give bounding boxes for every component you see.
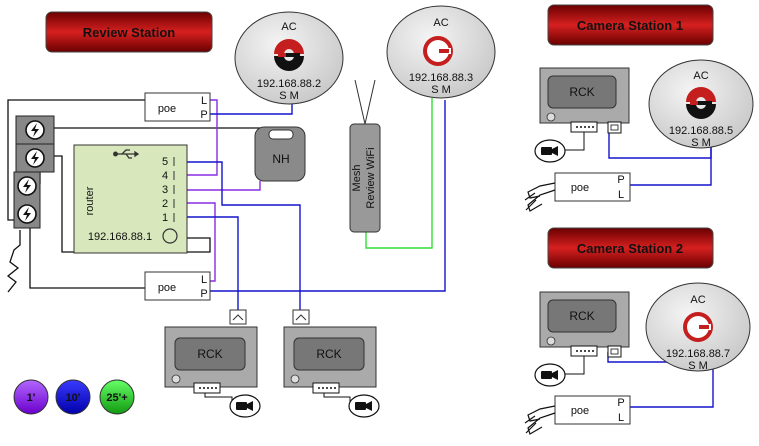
svg-text:poe: poe (158, 282, 176, 294)
svg-text:AC: AC (433, 17, 448, 29)
svg-text:L: L (618, 412, 624, 424)
poe-injector-cam1: poe P L (554, 172, 631, 202)
review-station-title: Review Station (45, 11, 213, 53)
svg-text:AC: AC (690, 294, 705, 306)
svg-text:S M: S M (691, 137, 711, 149)
legend-blue-dot (55, 379, 91, 415)
svg-text:25'+: 25'+ (106, 392, 127, 404)
ethernet-port-icon (570, 345, 598, 357)
camera-station-1-title-text: Camera Station 1 (577, 18, 683, 33)
svg-text:L: L (618, 189, 624, 201)
svg-text:P: P (617, 174, 624, 186)
nh-device: NH (254, 126, 306, 182)
poe-injector-top: poe L P (144, 92, 211, 122)
svg-text:P: P (200, 109, 207, 121)
bolt-icon (25, 120, 45, 140)
camera-icon (534, 139, 566, 163)
ac-access-point-2: AC 192.168.88.3 S M (386, 5, 496, 99)
svg-text:Mesh: Mesh (351, 165, 363, 192)
bolt-icon (25, 148, 45, 168)
router-port-3: 3 (162, 184, 168, 196)
svg-text:S M: S M (431, 84, 451, 96)
svg-text:RCK: RCK (569, 309, 594, 323)
svg-text:poe: poe (158, 103, 176, 115)
ethernet-port-icon (312, 382, 340, 394)
camera-icon (534, 363, 566, 387)
ethernet-port-icon (570, 121, 598, 133)
svg-text:RCK: RCK (316, 347, 341, 361)
svg-text:AC: AC (281, 21, 296, 33)
svg-text:1': 1' (27, 392, 36, 404)
svg-text:S M: S M (688, 360, 708, 372)
router-port-2: 2 (162, 198, 168, 210)
svg-text:P: P (200, 288, 207, 300)
poe-injector-cam2: poe P L (554, 395, 631, 425)
bolt-icon (17, 204, 37, 224)
network-jack-icon (607, 121, 622, 134)
rck-unit-cam2: RCK (534, 291, 630, 387)
camera-icon (348, 394, 380, 418)
svg-text:S M: S M (279, 90, 299, 102)
ac-access-point-4: AC 192.168.88.7 S M (645, 282, 751, 372)
bolt-icon (17, 176, 37, 196)
svg-text:L: L (201, 274, 207, 286)
router: router 5 4 3 2 1 192.168.88.1 (73, 144, 188, 254)
brand-logo-icon (274, 39, 304, 71)
power-plug-cam2 (524, 405, 556, 435)
rck-unit-left: RCK (164, 326, 261, 418)
svg-text:192.168.88.5: 192.168.88.5 (669, 125, 733, 137)
poe-injector-bottom: poe L P (144, 271, 211, 301)
svg-text:192.168.88.3: 192.168.88.3 (409, 72, 473, 84)
brand-logo-icon (423, 36, 453, 66)
svg-text:192.168.88.7: 192.168.88.7 (666, 348, 730, 360)
svg-text:RCK: RCK (197, 347, 222, 361)
router-label: router (84, 186, 96, 215)
brand-logo-icon (686, 87, 716, 119)
router-port-5: 5 (162, 156, 168, 168)
usb-c-port-icon (268, 129, 294, 140)
camera-station-2-title: Camera Station 2 (547, 227, 714, 269)
review-station-title-text: Review Station (83, 25, 176, 40)
network-jack-icon (607, 345, 622, 358)
svg-text:AC: AC (693, 70, 708, 82)
svg-text:L: L (201, 95, 207, 107)
usb-icon (113, 149, 140, 159)
svg-text:poe: poe (571, 405, 589, 417)
cable-length-legend: 1' 10' 25'+ (13, 379, 135, 415)
svg-text:10': 10' (66, 392, 81, 404)
power-plug-cam1 (524, 182, 556, 212)
network-jack-icon (292, 309, 310, 325)
ac-access-point-3: AC 192.168.88.5 S M (648, 59, 754, 149)
rck-unit-right: RCK (283, 326, 380, 418)
svg-text:poe: poe (571, 182, 589, 194)
svg-text:192.168.88.2: 192.168.88.2 (257, 78, 321, 90)
svg-text:Review WiFi: Review WiFi (365, 147, 377, 208)
svg-text:RCK: RCK (569, 85, 594, 99)
legend-green-dot (99, 379, 135, 415)
network-jack-icon (229, 309, 247, 325)
brand-logo-icon (683, 312, 713, 342)
ac-access-point-1: AC 192.168.88.2 S M (234, 11, 344, 105)
camera-station-1-title: Camera Station 1 (547, 4, 714, 46)
camera-station-2-title-text: Camera Station 2 (577, 241, 683, 256)
legend-purple-dot (13, 379, 49, 415)
router-port-1: 1 (162, 212, 168, 224)
router-power-jack (162, 228, 178, 244)
ethernet-port-icon (193, 382, 221, 394)
router-port-4: 4 (162, 170, 168, 182)
camera-icon (229, 394, 261, 418)
purple-cables (176, 99, 261, 282)
green-cable (365, 98, 433, 249)
power-strip (13, 115, 55, 229)
svg-text:NH: NH (272, 152, 289, 166)
rck-unit-cam1: RCK (534, 67, 630, 163)
svg-text:P: P (617, 397, 624, 409)
router-ip: 192.168.88.1 (88, 231, 152, 243)
mesh-wifi: Mesh Review WiFi (349, 79, 381, 233)
